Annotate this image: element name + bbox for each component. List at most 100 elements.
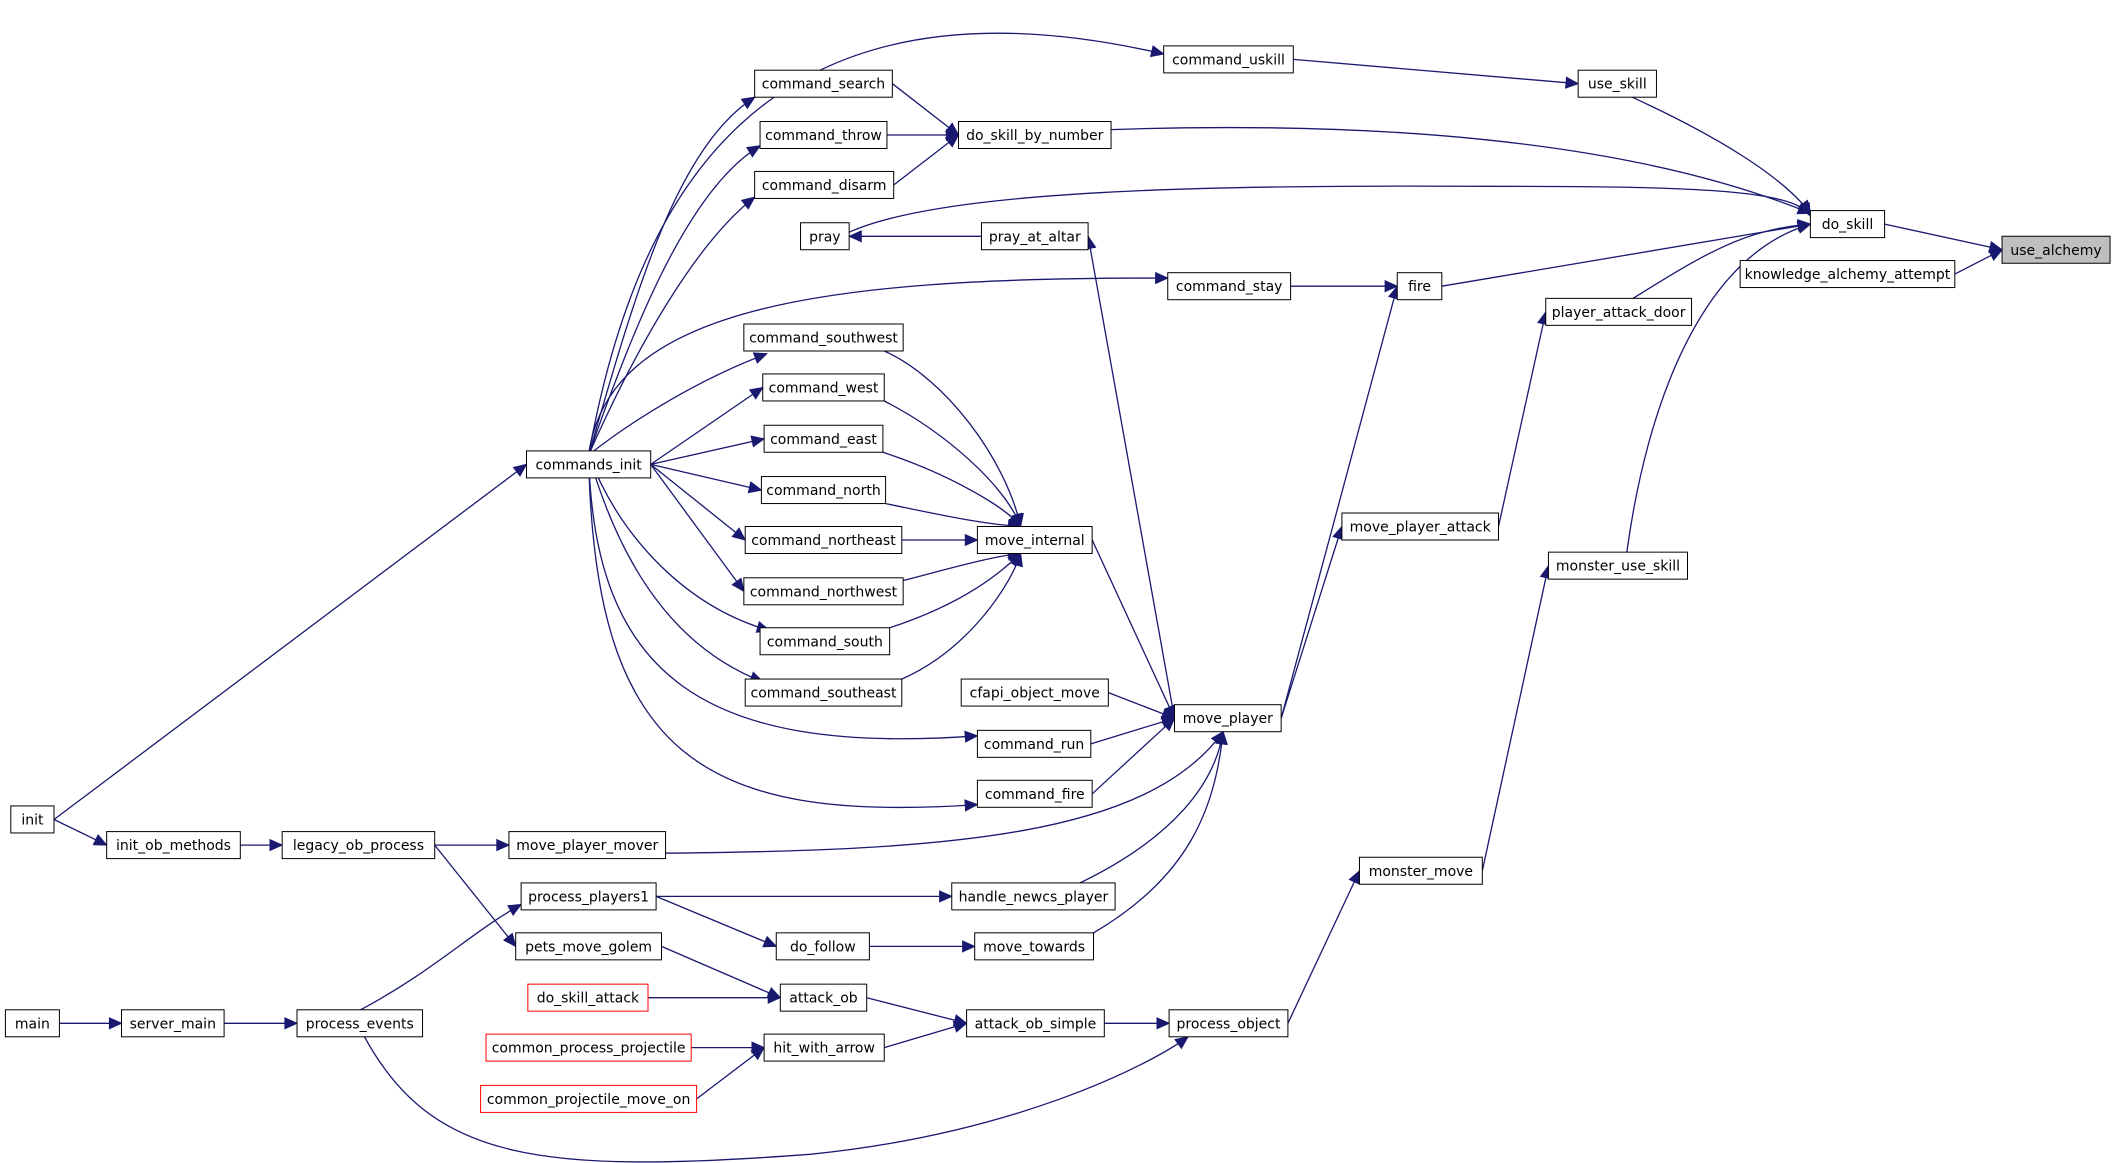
edge-server-main-to-process-events xyxy=(224,1017,299,1030)
node-command-fire[interactable]: command_fire xyxy=(976,779,1093,808)
node-do-skill-attack[interactable]: do_skill_attack xyxy=(527,983,649,1012)
node-command-northeast[interactable]: command_northeast xyxy=(744,526,903,554)
node-monster-move[interactable]: monster_move xyxy=(1358,856,1483,885)
node-monster-use-skill[interactable]: monster_use_skill xyxy=(1547,551,1688,580)
node-do-follow[interactable]: do_follow xyxy=(775,932,870,961)
node-init[interactable]: init xyxy=(10,805,55,834)
node-box xyxy=(960,678,1109,707)
arrowhead xyxy=(952,1021,968,1033)
node-label: do_follow xyxy=(790,939,856,955)
node-command-search[interactable]: command_search xyxy=(754,69,893,98)
node-main[interactable]: main xyxy=(4,1009,60,1038)
edge-monster-use-skill-to-do-skill xyxy=(1626,221,1812,553)
node-move-internal[interactable]: move_internal xyxy=(976,526,1093,554)
node-pray-at-altar[interactable]: pray_at_altar xyxy=(980,222,1089,251)
node-label: command_throw xyxy=(765,128,882,144)
node-attack-ob-simple[interactable]: attack_ob_simple xyxy=(966,1009,1105,1038)
edge-line xyxy=(1093,731,1224,934)
node-box xyxy=(800,222,850,251)
node-common-projectile-move-on[interactable]: common_projectile_move_on xyxy=(480,1084,698,1113)
node-command-southwest[interactable]: command_southwest xyxy=(743,323,904,352)
arrowhead xyxy=(746,145,762,158)
node-process-players1[interactable]: process_players1 xyxy=(520,882,657,911)
edge-commands-init-to-command-search xyxy=(587,96,756,456)
node-use-alchemy[interactable]: use_alchemy xyxy=(2001,235,2111,264)
node-handle-newcs-player[interactable]: handle_newcs_player xyxy=(951,882,1116,911)
node-server-main[interactable]: server_main xyxy=(121,1009,225,1038)
edge-line xyxy=(53,463,527,821)
node-legacy-ob-process[interactable]: legacy_ob_process xyxy=(281,831,436,860)
node-do-skill-by-number[interactable]: do_skill_by_number xyxy=(958,121,1112,149)
node-move-player-attack[interactable]: move_player_attack xyxy=(1341,512,1500,541)
edge-do-skill-attack-to-attack-ob xyxy=(648,991,782,1004)
node-knowledge-alchemy-attempt[interactable]: knowledge_alchemy_attempt xyxy=(1739,260,1956,289)
edge-monster-move-to-monster-use-skill xyxy=(1481,564,1552,871)
node-use-skill[interactable]: use_skill xyxy=(1577,69,1657,98)
node-init-ob-methods[interactable]: init_ob_methods xyxy=(106,831,241,860)
node-box xyxy=(1545,297,1693,326)
node-move-player-mover[interactable]: move_player_mover xyxy=(508,831,667,860)
node-label: fire xyxy=(1408,279,1431,295)
node-command-stay[interactable]: command_stay xyxy=(1167,272,1292,301)
node-cfapi-object-move[interactable]: cfapi_object_move xyxy=(960,678,1109,707)
node-command-disarm[interactable]: command_disarm xyxy=(754,170,895,199)
node-pray[interactable]: pray xyxy=(800,222,850,251)
node-command-throw[interactable]: command_throw xyxy=(759,121,888,149)
arrowhead xyxy=(750,1046,766,1061)
node-move-towards[interactable]: move_towards xyxy=(974,932,1095,961)
node-label: init_ob_methods xyxy=(116,838,231,854)
node-box xyxy=(527,983,649,1012)
edge-line xyxy=(1090,717,1175,745)
edge-attack-ob-simple-to-process-object xyxy=(1104,1017,1171,1030)
node-label: command_uskill xyxy=(1172,52,1285,68)
node-command-run[interactable]: command_run xyxy=(976,729,1092,758)
edge-use-skill-to-do-skill xyxy=(1631,96,1812,215)
node-process-events[interactable]: process_events xyxy=(296,1009,424,1038)
node-label: monster_use_skill xyxy=(1556,559,1680,575)
node-command-northwest[interactable]: command_northwest xyxy=(743,577,904,606)
node-commands-init[interactable]: commands_init xyxy=(526,450,652,479)
edge-line xyxy=(587,277,1168,456)
node-command-north[interactable]: command_north xyxy=(760,476,887,505)
edge-command-search-to-do-skill-by-number xyxy=(892,83,960,136)
node-box xyxy=(508,831,667,860)
edge-line xyxy=(650,438,765,466)
node-label: command_west xyxy=(769,380,879,396)
node-attack-ob[interactable]: attack_ob xyxy=(779,983,868,1012)
edge-do-skill-to-use-alchemy xyxy=(1884,223,2004,254)
edge-line xyxy=(587,454,770,632)
node-command-west[interactable]: command_west xyxy=(762,373,885,402)
edge-line xyxy=(587,454,978,809)
node-fire[interactable]: fire xyxy=(1396,272,1443,301)
edge-process-players1-to-do-follow xyxy=(655,895,778,948)
node-label: command_southwest xyxy=(749,331,898,347)
node-pets-move-golem[interactable]: pets_move_golem xyxy=(515,932,663,961)
node-hit-with-arrow[interactable]: hit_with_arrow xyxy=(763,1033,885,1062)
node-command-southeast[interactable]: command_southeast xyxy=(744,678,903,707)
arrowhead xyxy=(512,463,528,477)
node-command-south[interactable]: command_south xyxy=(759,627,891,656)
node-move-player[interactable]: move_player xyxy=(1174,704,1282,733)
edge-line xyxy=(650,463,746,541)
edge-line xyxy=(588,196,756,456)
edge-line xyxy=(1091,717,1175,795)
edge-line xyxy=(587,454,978,740)
edge-move-towards-to-move-player xyxy=(1093,730,1228,934)
node-box xyxy=(1739,260,1956,289)
node-label: legacy_ob_process xyxy=(293,838,424,854)
node-label: command_disarm xyxy=(762,178,887,194)
edge-move-player-to-pray-at-altar xyxy=(1084,235,1176,719)
node-process-object[interactable]: process_object xyxy=(1168,1009,1289,1038)
node-do-skill[interactable]: do_skill xyxy=(1809,210,1886,239)
node-box xyxy=(744,678,903,707)
node-common-process-projectile[interactable]: common_process_projectile xyxy=(485,1033,692,1062)
edge-line xyxy=(884,400,1022,527)
node-command-uskill[interactable]: command_uskill xyxy=(1163,45,1294,74)
node-box xyxy=(976,779,1093,808)
edge-process-events-to-process-object xyxy=(363,1036,1189,1163)
arrowhead xyxy=(507,903,523,917)
edge-line xyxy=(885,502,1021,528)
node-player-attack-door[interactable]: player_attack_door xyxy=(1545,297,1693,326)
arrowhead xyxy=(962,940,976,953)
node-command-east[interactable]: command_east xyxy=(763,424,884,453)
